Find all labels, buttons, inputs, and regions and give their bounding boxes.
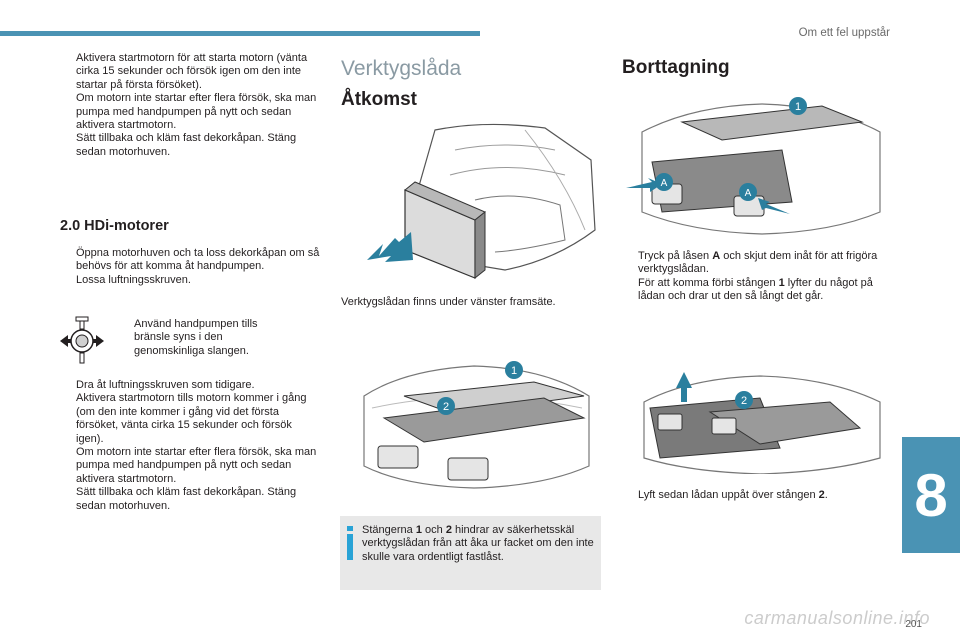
toolbox-bars-illustration: 1 2 — [363, 361, 590, 489]
bullet-item: Om motorn inte startar efter flera försö… — [76, 92, 317, 132]
svg-text:A: A — [661, 178, 668, 189]
pump-instruction: Använd handpumpen tills bränsle syns i d… — [134, 318, 258, 357]
bullet-item: Öppna motorhuven och ta loss dekorkåpan … — [76, 247, 320, 273]
removal-lift-illustration: 2 — [643, 372, 881, 474]
svg-text:2: 2 — [443, 401, 449, 413]
removal-step-3: Lyft sedan lådan uppåt över stången 2. — [638, 489, 828, 501]
column-left-mid: Öppna motorhuven och ta loss dekorkåpan … — [60, 247, 320, 287]
svg-text:1: 1 — [795, 101, 801, 113]
bullet-item: Lossa luftningsskruven. — [76, 273, 191, 286]
section-title-toolbox: Verktygslåda — [341, 57, 462, 80]
seat-illustration — [367, 123, 596, 280]
info-icon — [346, 526, 354, 560]
removal-step-1: Tryck på låsen A och skjut dem inåt för … — [638, 250, 878, 276]
bullet-item: Aktivera startmotorn för att starta moto… — [76, 52, 308, 91]
bullet-item: Sätt tillbaka och kläm fast dekorkåpan. … — [76, 132, 297, 158]
column-left-bottom: Dra åt luftningsskruven som tidigare.Akt… — [60, 379, 320, 513]
page-number: 201 — [905, 619, 922, 630]
hand-pump-icon — [60, 316, 104, 364]
section-subtitle-access: Åtkomst — [341, 89, 418, 110]
chapter-tab: 8 — [902, 437, 960, 553]
bullet-item: Sätt tillbaka och kläm fast dekorkåpan. … — [76, 486, 297, 512]
bullet-item: Dra åt luftningsskruven som tidigare. — [76, 379, 255, 391]
page-header-title: Om ett fel uppstår — [798, 27, 890, 39]
svg-text:2: 2 — [741, 395, 747, 407]
column-left: Aktivera startmotorn för att starta moto… — [60, 52, 320, 159]
removal-step-2: För att komma förbi stången 1 lyfter du … — [638, 276, 873, 303]
removal-locks-illustration: 1 A A — [626, 97, 881, 235]
removal-steps: Tryck på låsen A och skjut dem inåt för … — [622, 250, 884, 304]
watermark: carmanualsonline.info — [744, 608, 930, 628]
subheading-hdi: 2.0 HDi-motorer — [60, 218, 169, 234]
bullet-item: Aktivera startmotorn tills motorn kommer… — [76, 392, 307, 445]
info-box: Stängerna 1 och 2 hindrar av säkerhetssk… — [340, 516, 601, 590]
svg-text:1: 1 — [511, 365, 517, 377]
info-text: Stängerna 1 och 2 hindrar av säkerhetssk… — [362, 524, 594, 563]
toolbox-location-caption: Verktygslådan finns under vänster framsä… — [341, 296, 556, 308]
svg-text:A: A — [745, 188, 752, 199]
header-accent-bar — [0, 31, 480, 36]
bullet-item: Om motorn inte startar efter flera försö… — [76, 446, 317, 485]
section-title-removal: Borttagning — [622, 57, 730, 78]
